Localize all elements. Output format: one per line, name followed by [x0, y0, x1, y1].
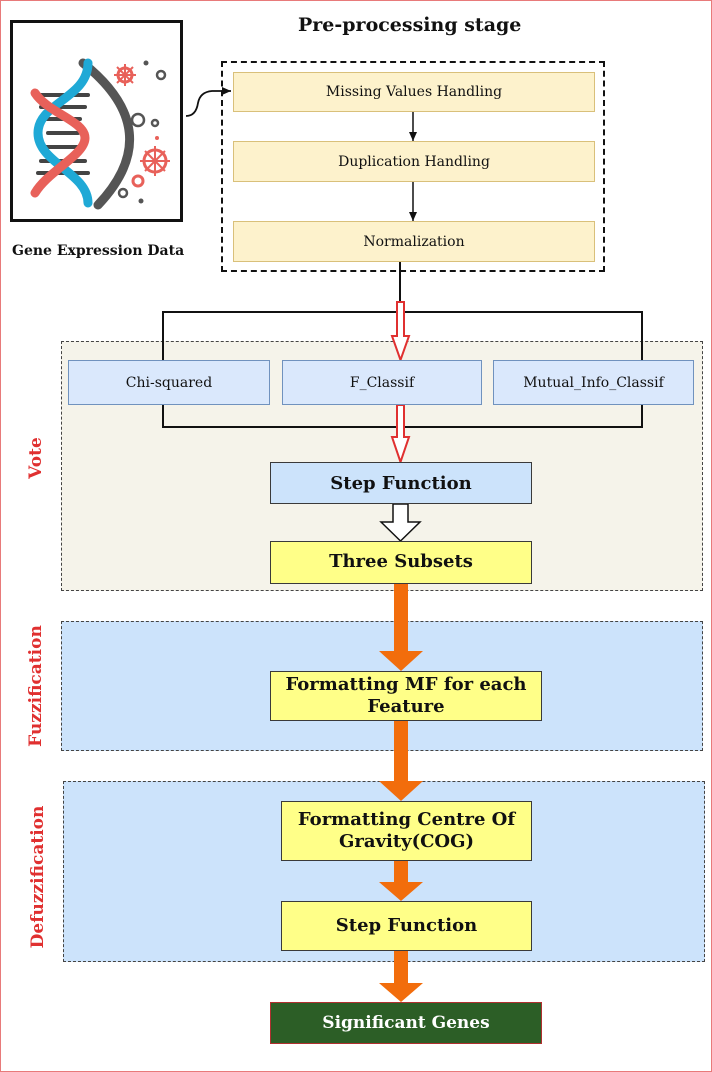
formatting-cog-box: Formatting Centre Of Gravity(COG)	[281, 801, 532, 861]
defuzzification-stage-label: Defuzzification	[28, 805, 48, 949]
cog-to-step-arrow	[379, 861, 423, 901]
normalization-step: Normalization	[233, 221, 595, 262]
step-to-output-arrow	[379, 951, 423, 1002]
source-to-preprocessing-arrow	[185, 87, 231, 117]
preprocessing-region	[221, 61, 605, 272]
mutual-info-classif-box: Mutual_Info_Classif	[493, 360, 694, 405]
gene-expression-caption: Gene Expression Data	[12, 243, 185, 259]
defuzz-step-function-box: Step Function	[281, 901, 532, 951]
selectors-to-step-arrow	[390, 404, 411, 466]
subsets-to-mf-arrow	[379, 583, 423, 671]
gene-expression-panel	[10, 20, 183, 222]
three-subsets-box: Three Subsets	[270, 541, 532, 584]
mf-to-cog-arrow	[379, 721, 423, 801]
missing-values-step: Missing Values Handling	[233, 72, 595, 112]
chi-squared-box: Chi-squared	[68, 360, 270, 405]
preprocessing-title: Pre-processing stage	[298, 14, 522, 36]
vote-stage-label: Vote	[26, 437, 46, 479]
fuzzification-stage-label: Fuzzification	[26, 625, 46, 747]
formatting-mf-box: Formatting MF for each Feature	[270, 671, 542, 721]
normalization-to-selectors-arrow	[390, 301, 411, 363]
significant-genes-box: Significant Genes	[270, 1002, 542, 1044]
step-to-subsets-arrow	[379, 503, 422, 543]
duplication-step: Duplication Handling	[233, 141, 595, 182]
f-classif-box: F_Classif	[282, 360, 482, 405]
vote-step-function-box: Step Function	[270, 462, 532, 504]
dna-helix-icon	[30, 58, 170, 210]
